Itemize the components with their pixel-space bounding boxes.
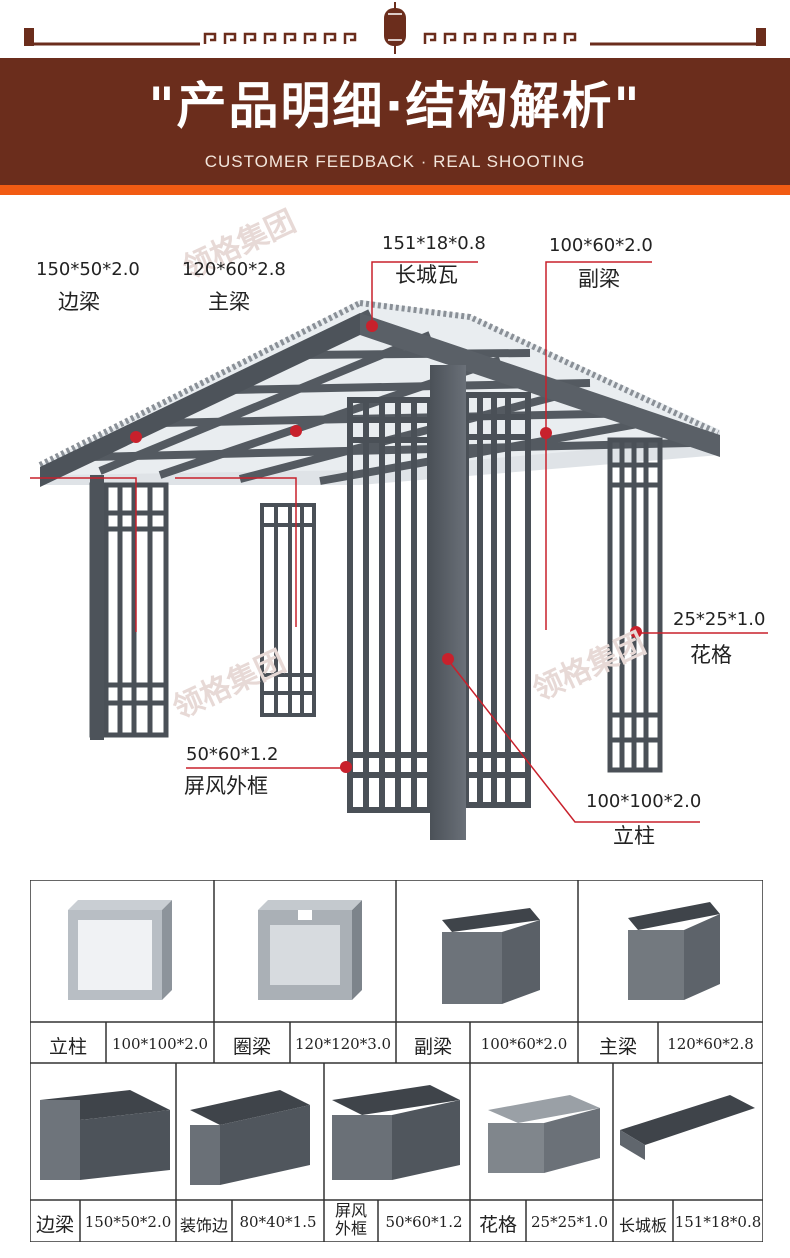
accent-stripe [0,185,790,195]
callout-name-main-beam: 主梁 [208,290,250,314]
parts-table-grid [30,880,763,1242]
top-decorative-border [0,0,790,58]
profile-square-tube [68,900,172,1000]
part-name-secondary-beam: 副梁 [413,1036,452,1058]
part-name-ring-beam: 圈梁 [232,1036,271,1058]
page-title: "产品明细·结构解析" [148,77,642,135]
callout-name-secondary-beam: 副梁 [578,267,620,291]
part-spec-ring-beam: 120*120*3.0 [294,1035,392,1053]
part-name-trim: 装饰边 [179,1216,228,1235]
part-spec-screen-frame: 50*60*1.2 [385,1213,463,1231]
part-spec-lattice: 25*25*1.0 [530,1213,609,1231]
part-spec-trim: 80*40*1.5 [239,1213,317,1231]
callout-name-screen-frame: 屏风外框 [184,774,268,798]
part-name-screen-frame: 屏风外框 [334,1201,367,1238]
callout-spec-post: 100*100*2.0 [586,791,702,812]
callout-name-post: 立柱 [613,824,655,848]
callout-spec-lattice: 25*25*1.0 [673,609,766,630]
callout-spec-tile: 151*18*0.8 [382,233,486,254]
callout-spec-screen-frame: 50*60*1.2 [186,744,279,765]
page-subtitle: CUSTOMER FEEDBACK · REAL SHOOTING [204,152,586,171]
part-spec-main-beam: 120*60*2.8 [667,1035,754,1053]
callout-spec-main-beam: 120*60*2.8 [182,259,286,280]
callout-name-side-beam: 边梁 [58,290,100,314]
part-name-side-beam: 边梁 [35,1214,74,1236]
callout-spec-secondary-beam: 100*60*2.0 [549,235,653,256]
part-name-post: 立柱 [48,1036,87,1058]
callout-name-tile: 长城瓦 [395,263,458,287]
callout-spec-side-beam: 150*50*2.0 [36,259,140,280]
part-name-wall-panel: 长城板 [618,1216,667,1235]
part-spec-post: 100*100*2.0 [111,1035,209,1053]
part-spec-secondary-beam: 100*60*2.0 [480,1035,568,1053]
greek-key-border-icon [24,2,766,54]
callout-name-lattice: 花格 [690,643,732,667]
part-spec-wall-panel: 151*18*0.8 [674,1213,762,1231]
part-spec-side-beam: 150*50*2.0 [84,1213,172,1231]
part-name-main-beam: 主梁 [598,1036,637,1058]
part-name-lattice: 花格 [478,1214,517,1236]
header-band [0,58,790,186]
pergola-structure-illustration [30,261,768,840]
